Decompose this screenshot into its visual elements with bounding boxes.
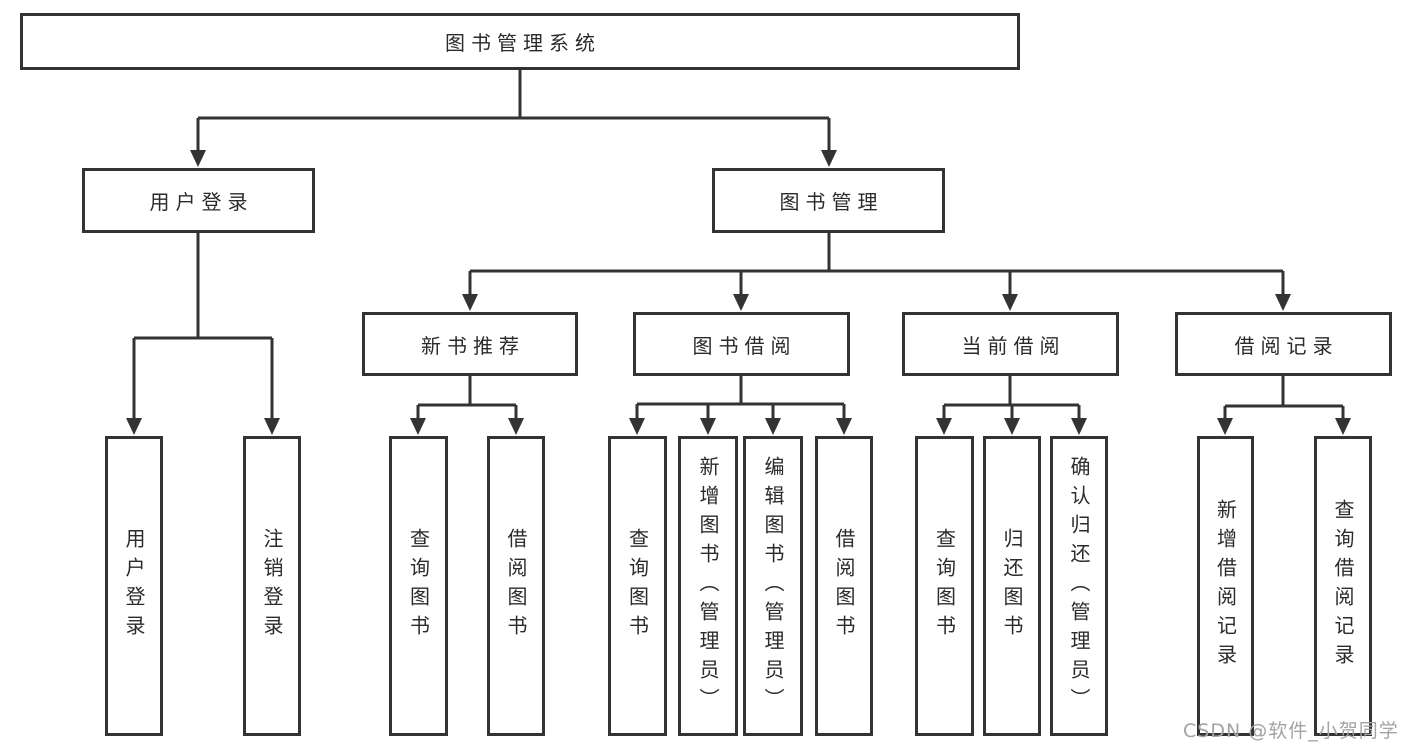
leaf-records-query-record-label: 查询借阅记录 — [1331, 499, 1355, 673]
node-book-management: 图书管理 — [712, 168, 945, 233]
node-new-book-recommend: 新书推荐 — [362, 312, 578, 376]
leaf-current-confirm-return-admin: 确认归还（管理员） — [1050, 436, 1108, 736]
leaf-borrowing-query-book-label: 查询图书 — [625, 528, 650, 644]
leaf-newbook-query-book-label: 查询图书 — [406, 528, 431, 644]
leaf-newbook-borrow-book: 借阅图书 — [487, 436, 545, 736]
node-current-borrowing: 当前借阅 — [902, 312, 1119, 376]
leaf-records-add-record-label: 新增借阅记录 — [1213, 499, 1238, 673]
node-user-login: 用户登录 — [82, 168, 315, 233]
csdn-watermark: CSDN @软件_小贺同学 — [1183, 720, 1399, 742]
leaf-user-login: 用户登录 — [105, 436, 163, 736]
leaf-logout-login-label: 注销登录 — [260, 528, 284, 644]
leaf-current-return-book: 归还图书 — [983, 436, 1041, 736]
leaf-borrowing-borrow-book: 借阅图书 — [815, 436, 873, 736]
leaf-borrowing-edit-book-admin-label: 编辑图书（管理员） — [761, 455, 785, 717]
node-root-system: 图书管理系统 — [20, 13, 1020, 70]
leaf-borrowing-borrow-book-label: 借阅图书 — [832, 528, 856, 644]
leaf-records-add-record: 新增借阅记录 — [1197, 436, 1254, 736]
leaf-current-return-book-label: 归还图书 — [1000, 528, 1024, 644]
leaf-borrowing-query-book: 查询图书 — [608, 436, 667, 736]
leaf-logout-login: 注销登录 — [243, 436, 301, 736]
leaf-newbook-borrow-book-label: 借阅图书 — [504, 528, 528, 644]
leaf-current-query-book-label: 查询图书 — [932, 528, 957, 644]
leaf-records-query-record: 查询借阅记录 — [1314, 436, 1372, 736]
leaf-user-login-label: 用户登录 — [122, 528, 146, 644]
node-book-borrowing: 图书借阅 — [633, 312, 850, 376]
leaf-borrowing-edit-book-admin: 编辑图书（管理员） — [743, 436, 803, 736]
leaf-current-confirm-return-admin-label: 确认归还（管理员） — [1067, 455, 1091, 717]
leaf-current-query-book: 查询图书 — [915, 436, 974, 736]
node-borrow-records: 借阅记录 — [1175, 312, 1392, 376]
leaf-newbook-query-book: 查询图书 — [389, 436, 448, 736]
leaf-borrowing-add-book-admin: 新增图书（管理员） — [678, 436, 738, 736]
leaf-borrowing-add-book-admin-label: 新增图书（管理员） — [696, 455, 720, 717]
